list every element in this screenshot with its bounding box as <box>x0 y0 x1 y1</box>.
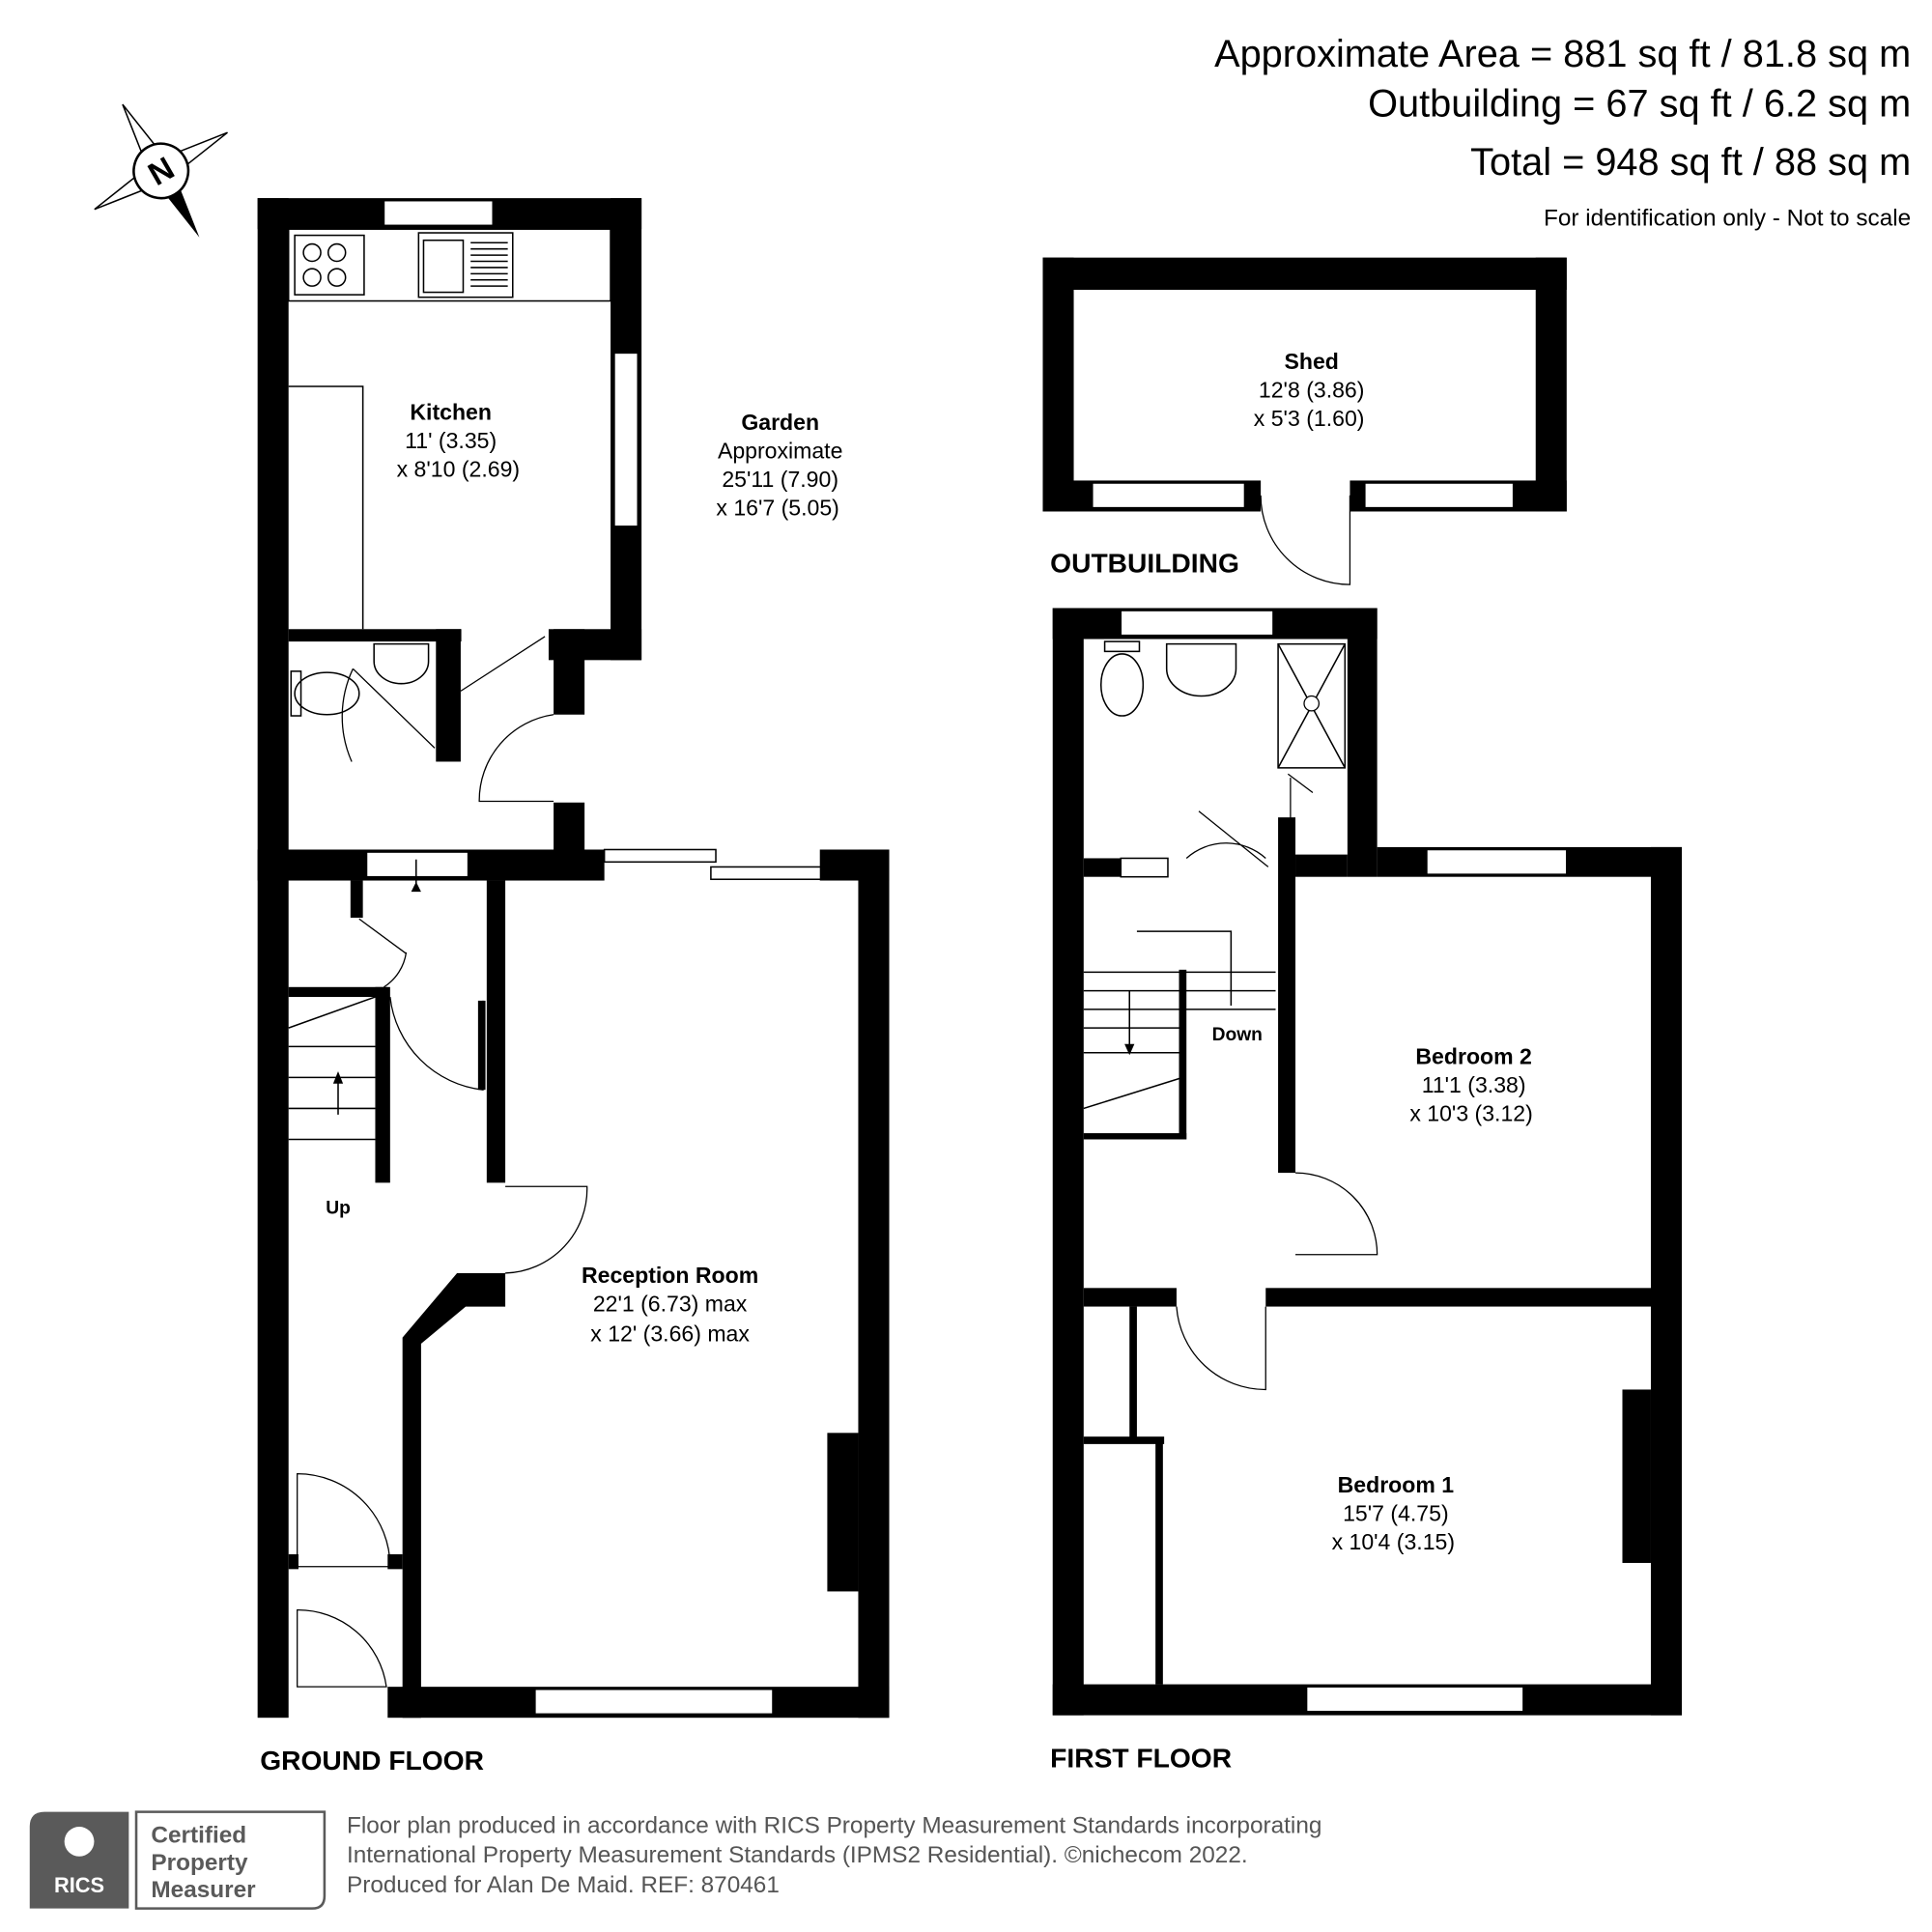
chimney-breast <box>827 1433 859 1592</box>
rics-lion-icon <box>64 1827 95 1857</box>
footer-line3: Produced for Alan De Maid. REF: 870461 <box>347 1872 780 1898</box>
stairs-up-label: Up <box>326 1198 351 1218</box>
kitchen-window <box>383 199 495 227</box>
garden-dim2: x 16'7 (5.05) <box>716 495 838 520</box>
total-area: Total = 948 sq ft / 88 sq m <box>1470 141 1911 184</box>
back-door-window <box>365 851 469 878</box>
wc-toilet-icon <box>290 670 360 717</box>
shower-icon <box>1277 642 1347 769</box>
rics-badge: RICS Certified Property Measurer <box>29 1810 327 1910</box>
north-compass-icon: N <box>94 103 228 238</box>
outbuilding-plan: Shed 12'8 (3.86) x 5'3 (1.60) OUTBUILDIN… <box>1042 257 1567 585</box>
first-floor-plan: Down Bedroom 2 11'1 (3.38) x 10'3 (3.12)… <box>1050 608 1683 1773</box>
bedroom2-dim2: x 10'3 (3.12) <box>1409 1100 1532 1125</box>
scale-note: For identification only - Not to scale <box>1544 205 1911 231</box>
shed-dim1: 12'8 (3.86) <box>1259 378 1365 403</box>
outbuilding-title: OUTBUILDING <box>1050 547 1239 578</box>
kitchen-name: Kitchen <box>410 400 492 425</box>
first-floor-title: FIRST FLOOR <box>1050 1742 1232 1773</box>
ground-floor-plan: Up Kitchen 11' (3.35) x 8'10 (2.69) Gard… <box>257 198 890 1776</box>
shed-name: Shed <box>1284 349 1338 374</box>
reception-dim1: 22'1 (6.73) max <box>593 1292 748 1317</box>
garden-dim1: 25'11 (7.90) <box>722 467 838 492</box>
reception-dim2: x 12' (3.66) max <box>590 1321 750 1346</box>
toilet-icon <box>1099 640 1145 717</box>
approximate-area: Approximate Area = 881 sq ft / 81.8 sq m <box>1214 33 1911 75</box>
badge-line1: Certified <box>151 1823 246 1849</box>
garden-name: Garden <box>741 410 819 435</box>
footer-line2: International Property Measurement Stand… <box>347 1842 1248 1868</box>
hob-icon <box>294 234 365 296</box>
area-summary: Approximate Area = 881 sq ft / 81.8 sq m… <box>1214 33 1911 231</box>
basin-icon <box>1165 642 1237 697</box>
kitchen-side-window <box>613 352 639 527</box>
ground-floor-title: GROUND FLOOR <box>260 1745 484 1776</box>
kitchen-dim1: 11' (3.35) <box>405 428 497 453</box>
bedroom1-dim1: 15'7 (4.75) <box>1343 1500 1449 1525</box>
bedroom1-dim2: x 10'4 (3.15) <box>1332 1529 1455 1554</box>
reception-window <box>534 1688 774 1716</box>
badge-line3: Measurer <box>151 1877 256 1903</box>
footer-line1: Floor plan produced in accordance with R… <box>347 1812 1321 1838</box>
rics-label: RICS <box>54 1873 104 1897</box>
badge-line2: Property <box>151 1850 248 1876</box>
chimney-breast <box>1622 1389 1651 1563</box>
reception-name: Reception Room <box>582 1263 758 1288</box>
garden-line1: Approximate <box>718 438 842 463</box>
shed-dim2: x 5'3 (1.60) <box>1254 406 1365 431</box>
bedroom2-dim1: 11'1 (3.38) <box>1422 1072 1526 1097</box>
wc-basin-icon <box>373 642 430 685</box>
outbuilding-area: Outbuilding = 67 sq ft / 6.2 sq m <box>1368 83 1911 126</box>
stairs-down-label: Down <box>1212 1025 1263 1045</box>
bedroom2-name: Bedroom 2 <box>1415 1043 1531 1068</box>
sink-icon <box>417 232 514 298</box>
kitchen-dim2: x 8'10 (2.69) <box>397 457 520 482</box>
bedroom1-name: Bedroom 1 <box>1338 1472 1455 1497</box>
